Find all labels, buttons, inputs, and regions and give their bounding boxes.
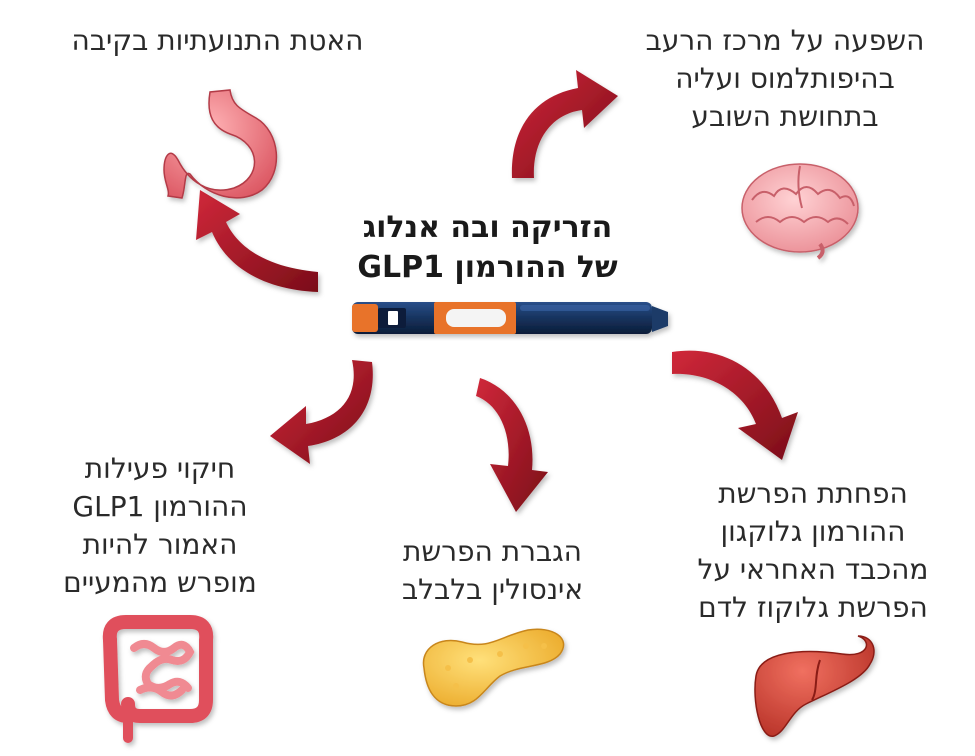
stomach-icon	[163, 89, 278, 199]
pancreas-label-line-2: אינסולין בלבלב	[401, 573, 584, 606]
brain-label-line-3: בתחושת השובע	[691, 100, 879, 133]
liver-label-line-4: הפרשת גלוקוז לדם	[698, 591, 928, 624]
center-title-line-1: הזריקה ובה אנלוג	[362, 210, 613, 245]
pancreas-label-line-1: הגברת הפרשת	[403, 535, 582, 568]
intestine-icon	[102, 615, 214, 743]
brain-label-line-1: השפעה על מרכז הרעב	[645, 24, 925, 57]
arrow-to-brain	[511, 70, 618, 178]
intestine-label-line-3: האמור להיות	[82, 528, 238, 561]
injection-pen-icon	[352, 302, 668, 334]
center-title-line-2: של ההורמון GLP1	[357, 250, 618, 285]
brain-label: השפעה על מרכז הרעב בהיפותלמוס ועליה בתחו…	[615, 22, 955, 136]
arrow-to-intestine	[270, 360, 373, 464]
pancreas-icon	[422, 628, 565, 707]
liver-label: הפחתת הפרשת ההורמון גלוקגון מהכבד האחראי…	[668, 475, 958, 627]
arrow-to-pancreas	[476, 378, 548, 512]
liver-label-line-3: מהכבד האחראי על	[697, 553, 929, 586]
stomach-label: האטת התנועתיות בקיבה	[45, 22, 390, 60]
intestine-label-line-4: מופרש מהמעיים	[63, 566, 257, 599]
stomach-label-line: האטת התנועתיות בקיבה	[71, 24, 364, 57]
brain-label-line-2: בהיפותלמוס ועליה	[675, 62, 895, 95]
brain-icon	[741, 163, 859, 260]
intestine-label-line-1: חיקוי פעילות	[84, 452, 236, 485]
arrow-to-liver	[672, 350, 798, 460]
liver-label-line-1: הפחתת הפרשת	[718, 477, 908, 510]
intestine-label-line-2: ההורמון GLP1	[72, 490, 248, 523]
arrow-to-stomach	[196, 190, 318, 292]
center-title: הזריקה ובה אנלוג של ההורמון GLP1	[345, 208, 630, 288]
liver-label-line-2: ההורמון גלוקגון	[720, 515, 906, 548]
pancreas-label: הגברת הפרשת אינסולין בלבלב	[375, 533, 610, 609]
intestine-label: חיקוי פעילות ההורמון GLP1 האמור להיות מו…	[40, 450, 280, 602]
liver-icon	[754, 635, 875, 737]
